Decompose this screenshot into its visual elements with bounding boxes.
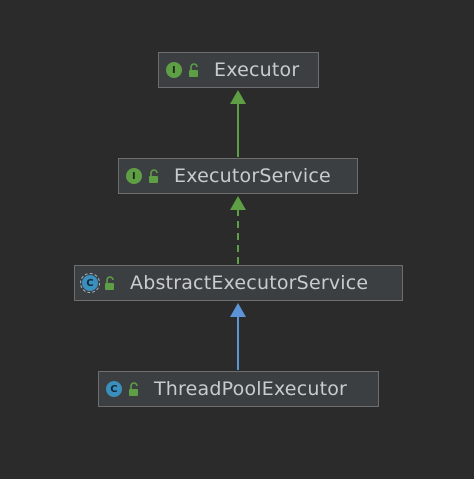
node-label: Executor bbox=[214, 59, 300, 81]
node-label: ExecutorService bbox=[174, 165, 331, 187]
node-abstract-executor-service[interactable]: C AbstractExecutorService bbox=[74, 265, 403, 301]
node-label: AbstractExecutorService bbox=[130, 272, 369, 294]
node-executor-service[interactable]: I ExecutorService bbox=[118, 158, 358, 194]
interface-badge-icon: I bbox=[166, 62, 182, 78]
open-lock-icon bbox=[149, 169, 158, 183]
interface-badge-icon: I bbox=[126, 168, 142, 184]
abstract-class-badge-icon: C bbox=[80, 273, 100, 293]
node-thread-pool-executor[interactable]: C ThreadPoolExecutor bbox=[98, 371, 379, 407]
open-lock-icon bbox=[129, 382, 138, 396]
edge-arrowhead-executorservice bbox=[230, 196, 246, 210]
open-lock-icon bbox=[105, 276, 114, 290]
node-executor[interactable]: I Executor bbox=[158, 52, 319, 88]
class-badge-icon: C bbox=[106, 381, 122, 397]
edge-arrowhead-abstract bbox=[230, 303, 246, 317]
node-label: ThreadPoolExecutor bbox=[154, 378, 348, 400]
edge-arrowhead-executor bbox=[230, 90, 246, 104]
open-lock-icon bbox=[189, 63, 198, 77]
